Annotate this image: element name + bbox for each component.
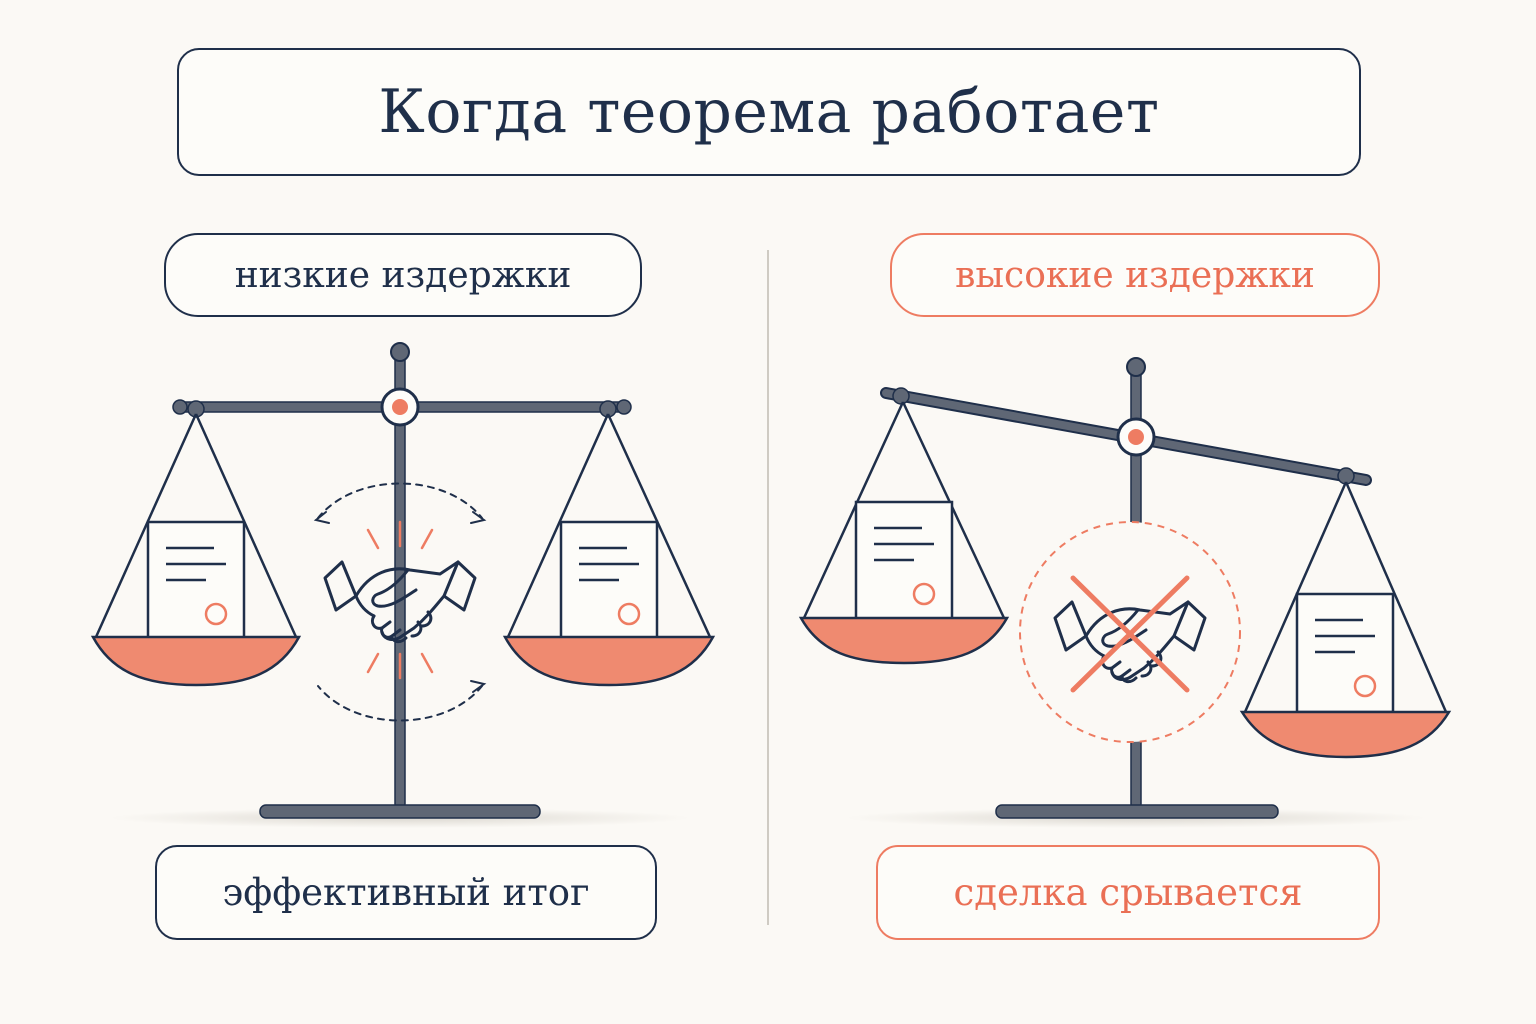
left-pan: [90, 413, 302, 687]
circular-arrows-icon: [317, 482, 483, 722]
low-costs-label: низкие издержки: [164, 233, 642, 317]
document-icon: [146, 520, 246, 642]
raised-pan: [798, 401, 1010, 665]
page-title: Когда теорема работает: [177, 48, 1361, 176]
crossed-handshake-icon: [1053, 575, 1207, 693]
deal-fails-label: сделка срывается: [876, 845, 1380, 940]
document-icon: [854, 500, 954, 622]
lowered-pan: [1239, 481, 1452, 759]
document-icon: [559, 520, 659, 642]
efficient-outcome-label: эффективный итог: [155, 845, 657, 940]
document-icon: [1295, 592, 1395, 714]
right-pan: [502, 413, 716, 687]
tilted-scale: [798, 357, 1452, 828]
balanced-scale: [90, 342, 716, 828]
high-costs-label: высокие издержки: [890, 233, 1380, 317]
highlight-rays: [366, 520, 434, 680]
